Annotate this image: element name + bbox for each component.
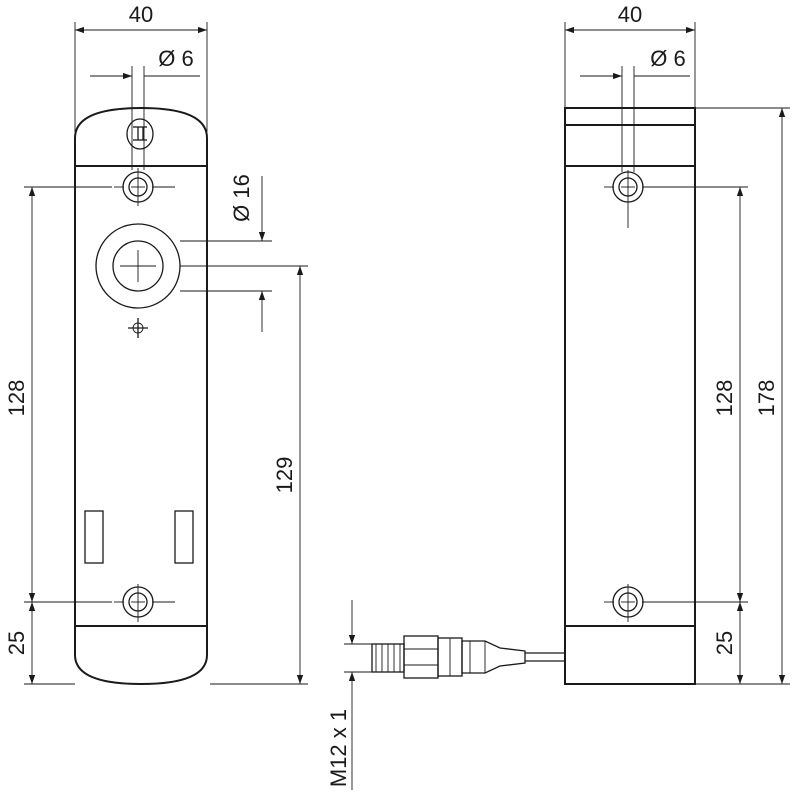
side-hole-spacing-dimension: [645, 186, 748, 603]
front-bottom-offset-dimension: [24, 602, 75, 685]
front-bottom-offset-label: 25: [4, 631, 29, 655]
front-large-hole-label: Ø 16: [229, 174, 254, 222]
side-small-hole-dimension: [580, 66, 690, 172]
side-small-hole-label: Ø 6: [650, 46, 685, 71]
front-center-height-dimension: [180, 265, 308, 685]
front-small-hole-label: Ø 6: [158, 46, 193, 71]
front-left-slot: [84, 510, 104, 564]
top-screw-icon: [126, 118, 154, 150]
side-view: 40 Ø 6 128 25 178: [326, 2, 790, 790]
side-total-height-label: 178: [754, 380, 779, 417]
front-body-outline: [74, 106, 208, 686]
front-cross-marker-icon: [128, 318, 148, 338]
side-width-dimension: [564, 22, 696, 108]
front-center-height-label: 129: [272, 457, 297, 494]
connector-thread-dimension: [344, 600, 372, 790]
side-hole-spacing-label: 128: [712, 380, 737, 417]
front-width-dimension: [74, 22, 208, 132]
m12-connector: [371, 635, 565, 679]
side-upper-mounting-hole: [604, 170, 665, 228]
front-view: 40 Ø 6 Ø 16 129 128: [4, 2, 308, 686]
front-right-slot: [174, 510, 194, 564]
side-lower-mounting-hole: [604, 584, 665, 622]
front-large-hole-dimension: [180, 176, 272, 332]
front-small-hole-dimension: [90, 66, 200, 170]
side-width-label: 40: [618, 2, 642, 27]
front-hole-spacing-label: 128: [4, 380, 29, 417]
front-hole-spacing-dimension: [24, 186, 112, 603]
side-bottom-offset-label: 25: [712, 631, 737, 655]
front-large-center-hole: [95, 223, 181, 309]
connector-thread-label: M12 x 1: [326, 709, 351, 787]
front-upper-mounting-hole: [114, 168, 175, 206]
side-total-height-dimension: [695, 107, 790, 685]
front-width-label: 40: [129, 2, 153, 27]
front-lower-mounting-hole: [114, 584, 175, 622]
side-body-outline: [564, 107, 696, 685]
